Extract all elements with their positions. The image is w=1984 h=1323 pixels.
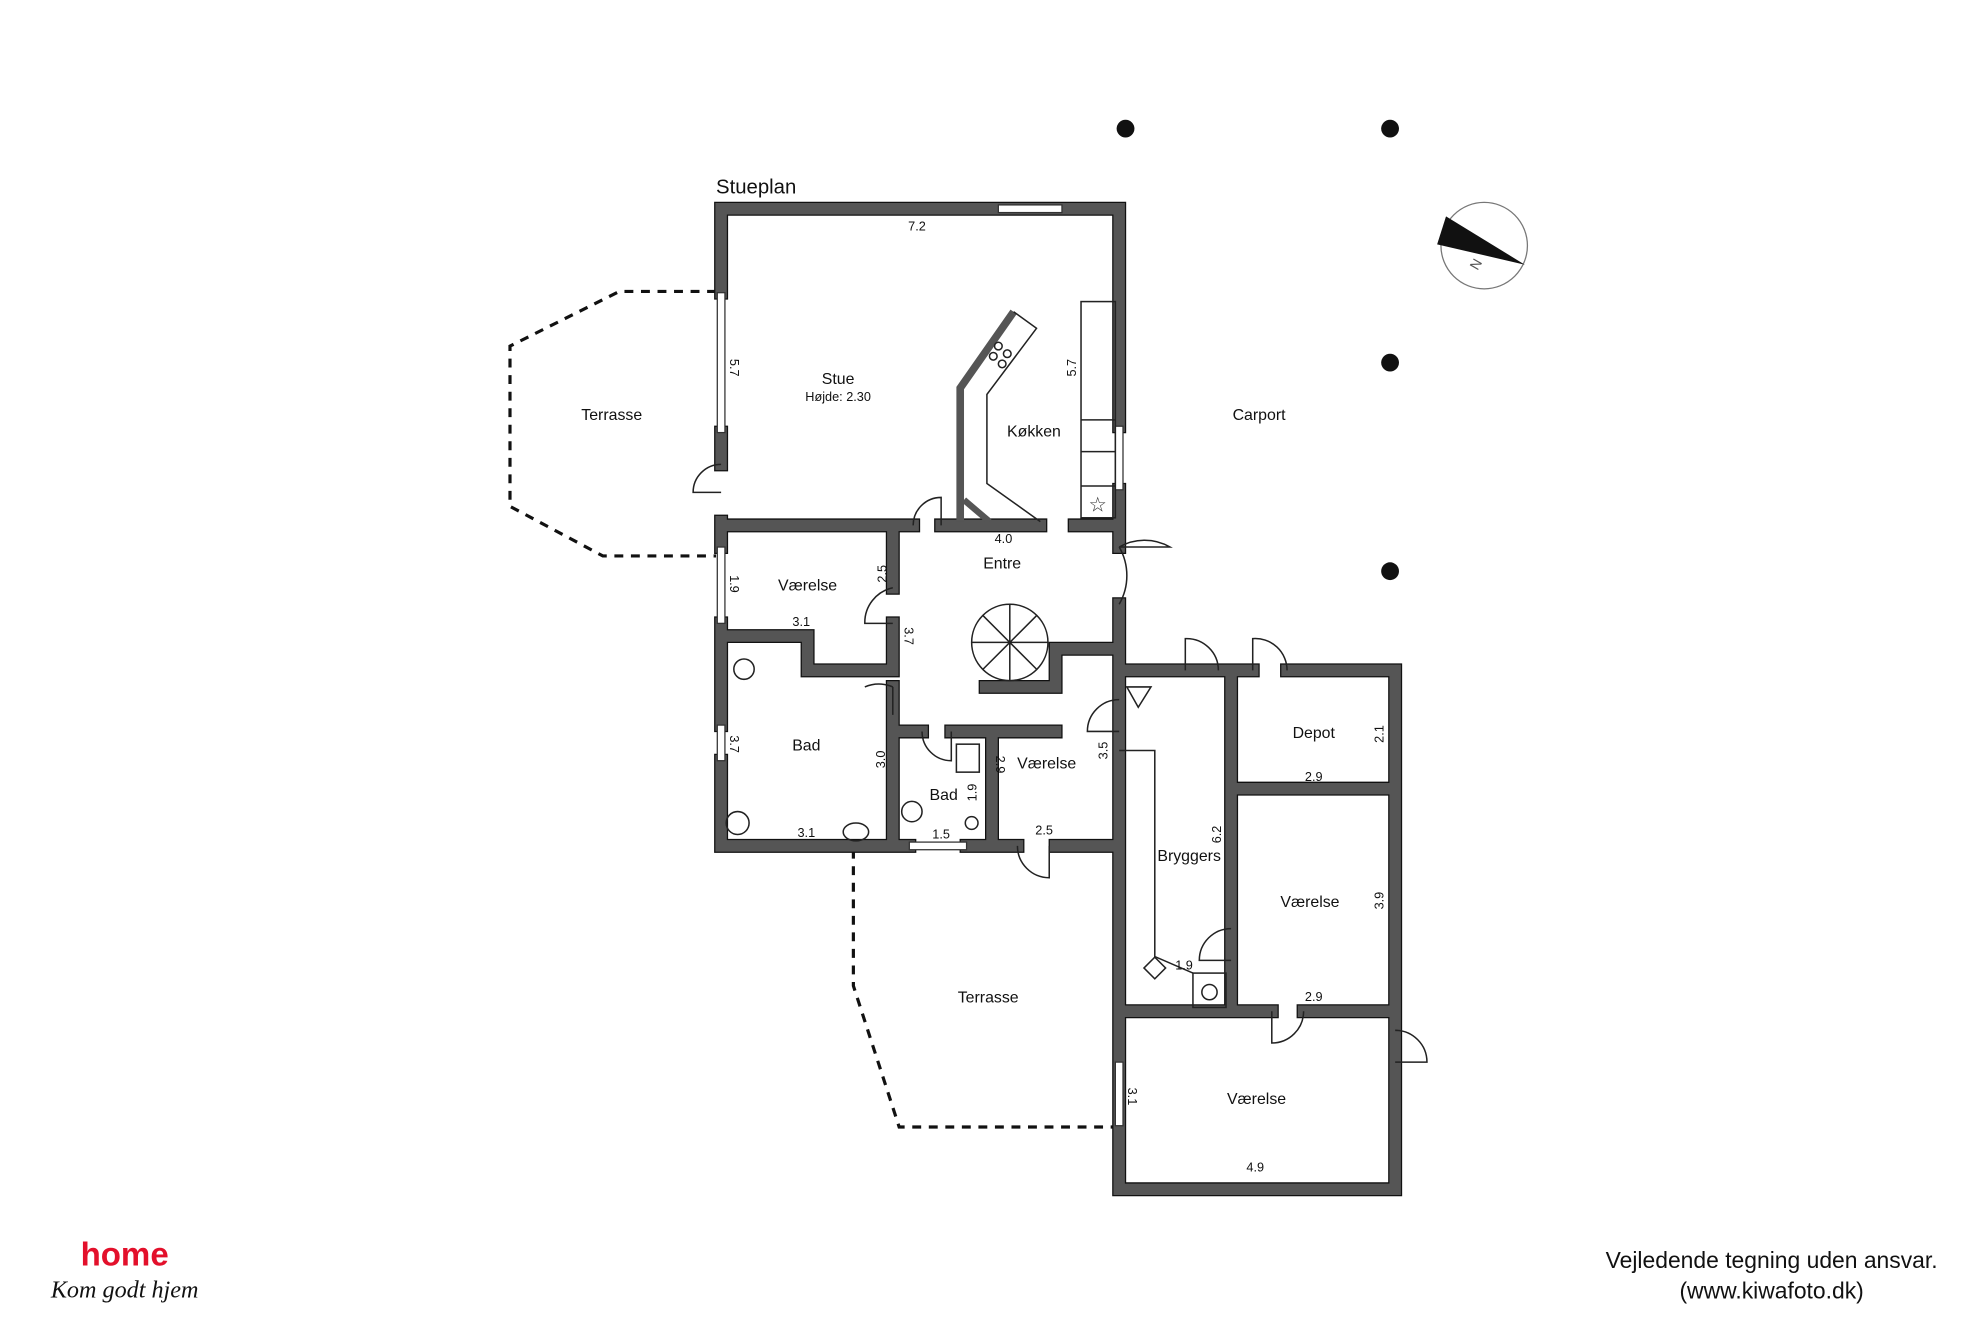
- dimension: 2.5: [874, 565, 889, 583]
- dimension: 3.1: [1125, 1088, 1140, 1106]
- room-label-terrasse: Terrasse: [581, 407, 642, 424]
- dimension: 2.5: [1035, 822, 1053, 837]
- dimension: 2.9: [1305, 989, 1323, 1004]
- dimension-labels: 7.2 5.7 5.7 4.0 1.9 3.1 2.5 3.7 3.7 3.1 …: [727, 218, 1387, 1174]
- dimension: 5.7: [727, 359, 742, 377]
- carport-posts: [1116, 119, 1399, 581]
- north-arrow-icon: N: [1437, 201, 1529, 290]
- dimension: 1.5: [932, 826, 950, 841]
- dimension: 3.1: [792, 614, 810, 629]
- bathroom-fixtures: [725, 658, 1227, 1009]
- spiral-staircase-icon: [970, 603, 1049, 682]
- disclaimer-line1: Vejledende tegning uden ansvar.: [1606, 1247, 1938, 1273]
- dimension: 4.0: [995, 531, 1013, 546]
- logo-brand: home: [81, 1237, 169, 1274]
- room-label-vaerelse: Værelse: [1227, 1091, 1286, 1108]
- room-label-vaerelse: Værelse: [1017, 755, 1076, 772]
- dimension: 2.9: [993, 756, 1008, 774]
- logo-tagline: Kom godt hjem: [50, 1276, 199, 1303]
- dimension: 3.1: [797, 825, 815, 840]
- room-label-vaerelse: Værelse: [1280, 894, 1339, 911]
- walls: [714, 201, 1403, 1197]
- room-labels: Stue Højde: 2.30 Køkken Terrasse Carport…: [581, 371, 1339, 1108]
- star-icon: ☆: [1088, 494, 1106, 516]
- room-label-carport: Carport: [1233, 407, 1287, 424]
- disclaimer-line2: (www.kiwafoto.dk): [1679, 1278, 1863, 1304]
- room-label-stue: Stue: [822, 371, 855, 388]
- room-label-vaerelse: Værelse: [778, 577, 837, 594]
- door-swings: [692, 463, 1428, 1063]
- dimension: 1.9: [1175, 957, 1193, 972]
- dimension: 2.1: [1372, 725, 1387, 743]
- room-height: Højde: 2.30: [805, 389, 871, 404]
- room-label-bryggers: Bryggers: [1157, 848, 1221, 865]
- room-label-bad: Bad: [930, 787, 958, 804]
- room-label-kokken: Køkken: [1007, 423, 1061, 440]
- dimension: 3.7: [727, 735, 742, 753]
- dimension: 1.9: [965, 784, 980, 802]
- dimension: 2.9: [1305, 769, 1323, 784]
- room-label-bad: Bad: [792, 738, 820, 755]
- dimension: 3.0: [873, 751, 888, 769]
- terrace-bottom-outline: [851, 849, 1120, 1129]
- room-label-terrasse: Terrasse: [958, 989, 1019, 1006]
- dimension: 7.2: [908, 218, 926, 233]
- dimension: 6.2: [1209, 826, 1224, 844]
- dimension: 1.9: [727, 575, 742, 593]
- dimension: 3.9: [1372, 892, 1387, 910]
- home-logo: home Kom godt hjem: [50, 1237, 199, 1304]
- room-label-depot: Depot: [1293, 725, 1336, 742]
- terrace-left-outline: [508, 289, 717, 558]
- kitchen-counter: ☆: [956, 300, 1117, 525]
- dimension: 4.9: [1246, 1159, 1264, 1174]
- plan-title: Stueplan: [716, 176, 796, 198]
- dimension: 3.5: [1096, 742, 1111, 760]
- dimension: 3.7: [901, 627, 916, 645]
- room-label-entre: Entre: [983, 556, 1021, 573]
- dimension: 5.7: [1064, 359, 1079, 377]
